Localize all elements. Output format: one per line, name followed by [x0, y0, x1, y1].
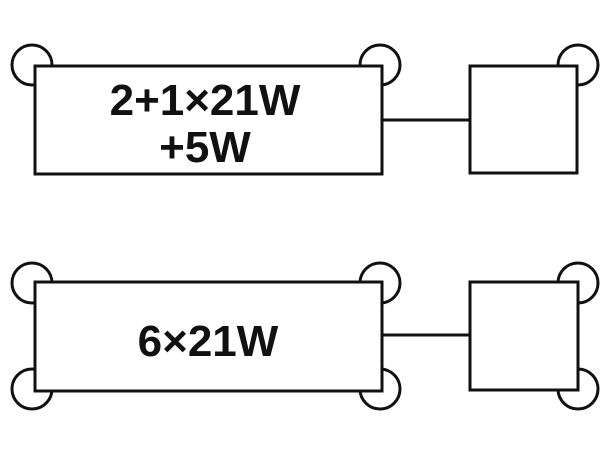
top-relay-box — [468, 64, 579, 175]
bottom-unit: 6×21W — [10, 261, 600, 411]
bottom-relay-box — [468, 280, 580, 392]
top-unit: 2+1×21W +5W — [10, 43, 600, 176]
top-load-label-line1: 2+1×21W — [110, 76, 301, 125]
top-lamp-load-box — [33, 64, 384, 176]
bottom-lamp-load-box — [33, 280, 384, 393]
bottom-load-label: 6×21W — [138, 317, 279, 366]
top-load-label-line2: +5W — [159, 123, 251, 172]
